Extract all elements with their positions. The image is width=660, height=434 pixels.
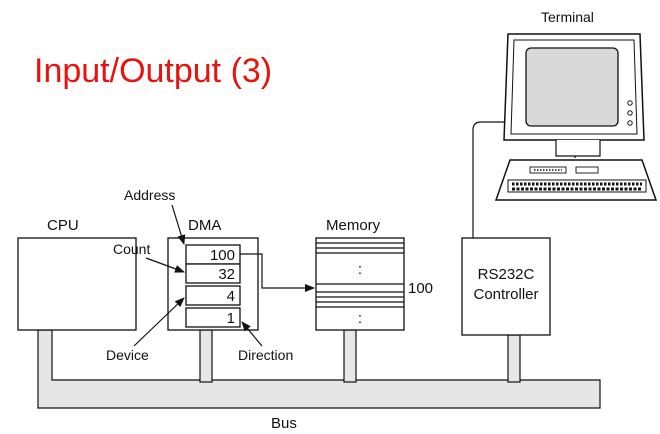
dma-label: DMA [188, 217, 221, 234]
cpu-label: CPU [47, 217, 79, 234]
memory-address-label: 100 [408, 280, 433, 297]
memory-dots-lower: : [358, 310, 362, 327]
page-title: Input/Output (3) [34, 52, 272, 90]
address-register-value: 100 [210, 247, 235, 264]
dma-register-count: 32 [185, 263, 241, 284]
address-label: Address [124, 187, 175, 203]
memory-label: Memory [326, 217, 381, 234]
direction-arrow [241, 321, 263, 347]
device-label: Device [106, 347, 149, 363]
memory-dots-upper: : [358, 261, 362, 278]
device-arrow [133, 297, 185, 347]
direction-register-value: 1 [227, 310, 235, 327]
count-label: Count [113, 241, 150, 257]
direction-label: Direction [238, 347, 293, 363]
dma-register-device: 4 [185, 285, 241, 306]
terminal-label: Terminal [541, 9, 594, 25]
dma-register-address: 100 [185, 244, 241, 265]
register-annotations: Address Count Device Direction [106, 187, 293, 363]
cpu-block: CPU [17, 217, 137, 331]
terminal-cable [472, 121, 576, 238]
bus-label: Bus [271, 415, 297, 432]
terminal: Terminal [494, 9, 658, 201]
rs232c-controller: RS232C Controller [461, 237, 551, 336]
memory-words [316, 242, 404, 308]
keyboard-icon [494, 159, 658, 201]
dma-register-direction: 1 [185, 307, 241, 328]
device-register-value: 4 [227, 288, 235, 305]
system-bus: Bus [37, 329, 601, 432]
count-arrow [145, 257, 185, 273]
address-arrow [171, 204, 186, 245]
dma-to-memory-arrow [240, 253, 315, 292]
controller-label-line1: RS232C [478, 266, 535, 283]
controller-label-line2: Controller [473, 286, 538, 303]
monitor-icon [503, 33, 645, 157]
memory-block: Memory : : 100 [315, 217, 433, 331]
count-register-value: 32 [218, 266, 235, 283]
